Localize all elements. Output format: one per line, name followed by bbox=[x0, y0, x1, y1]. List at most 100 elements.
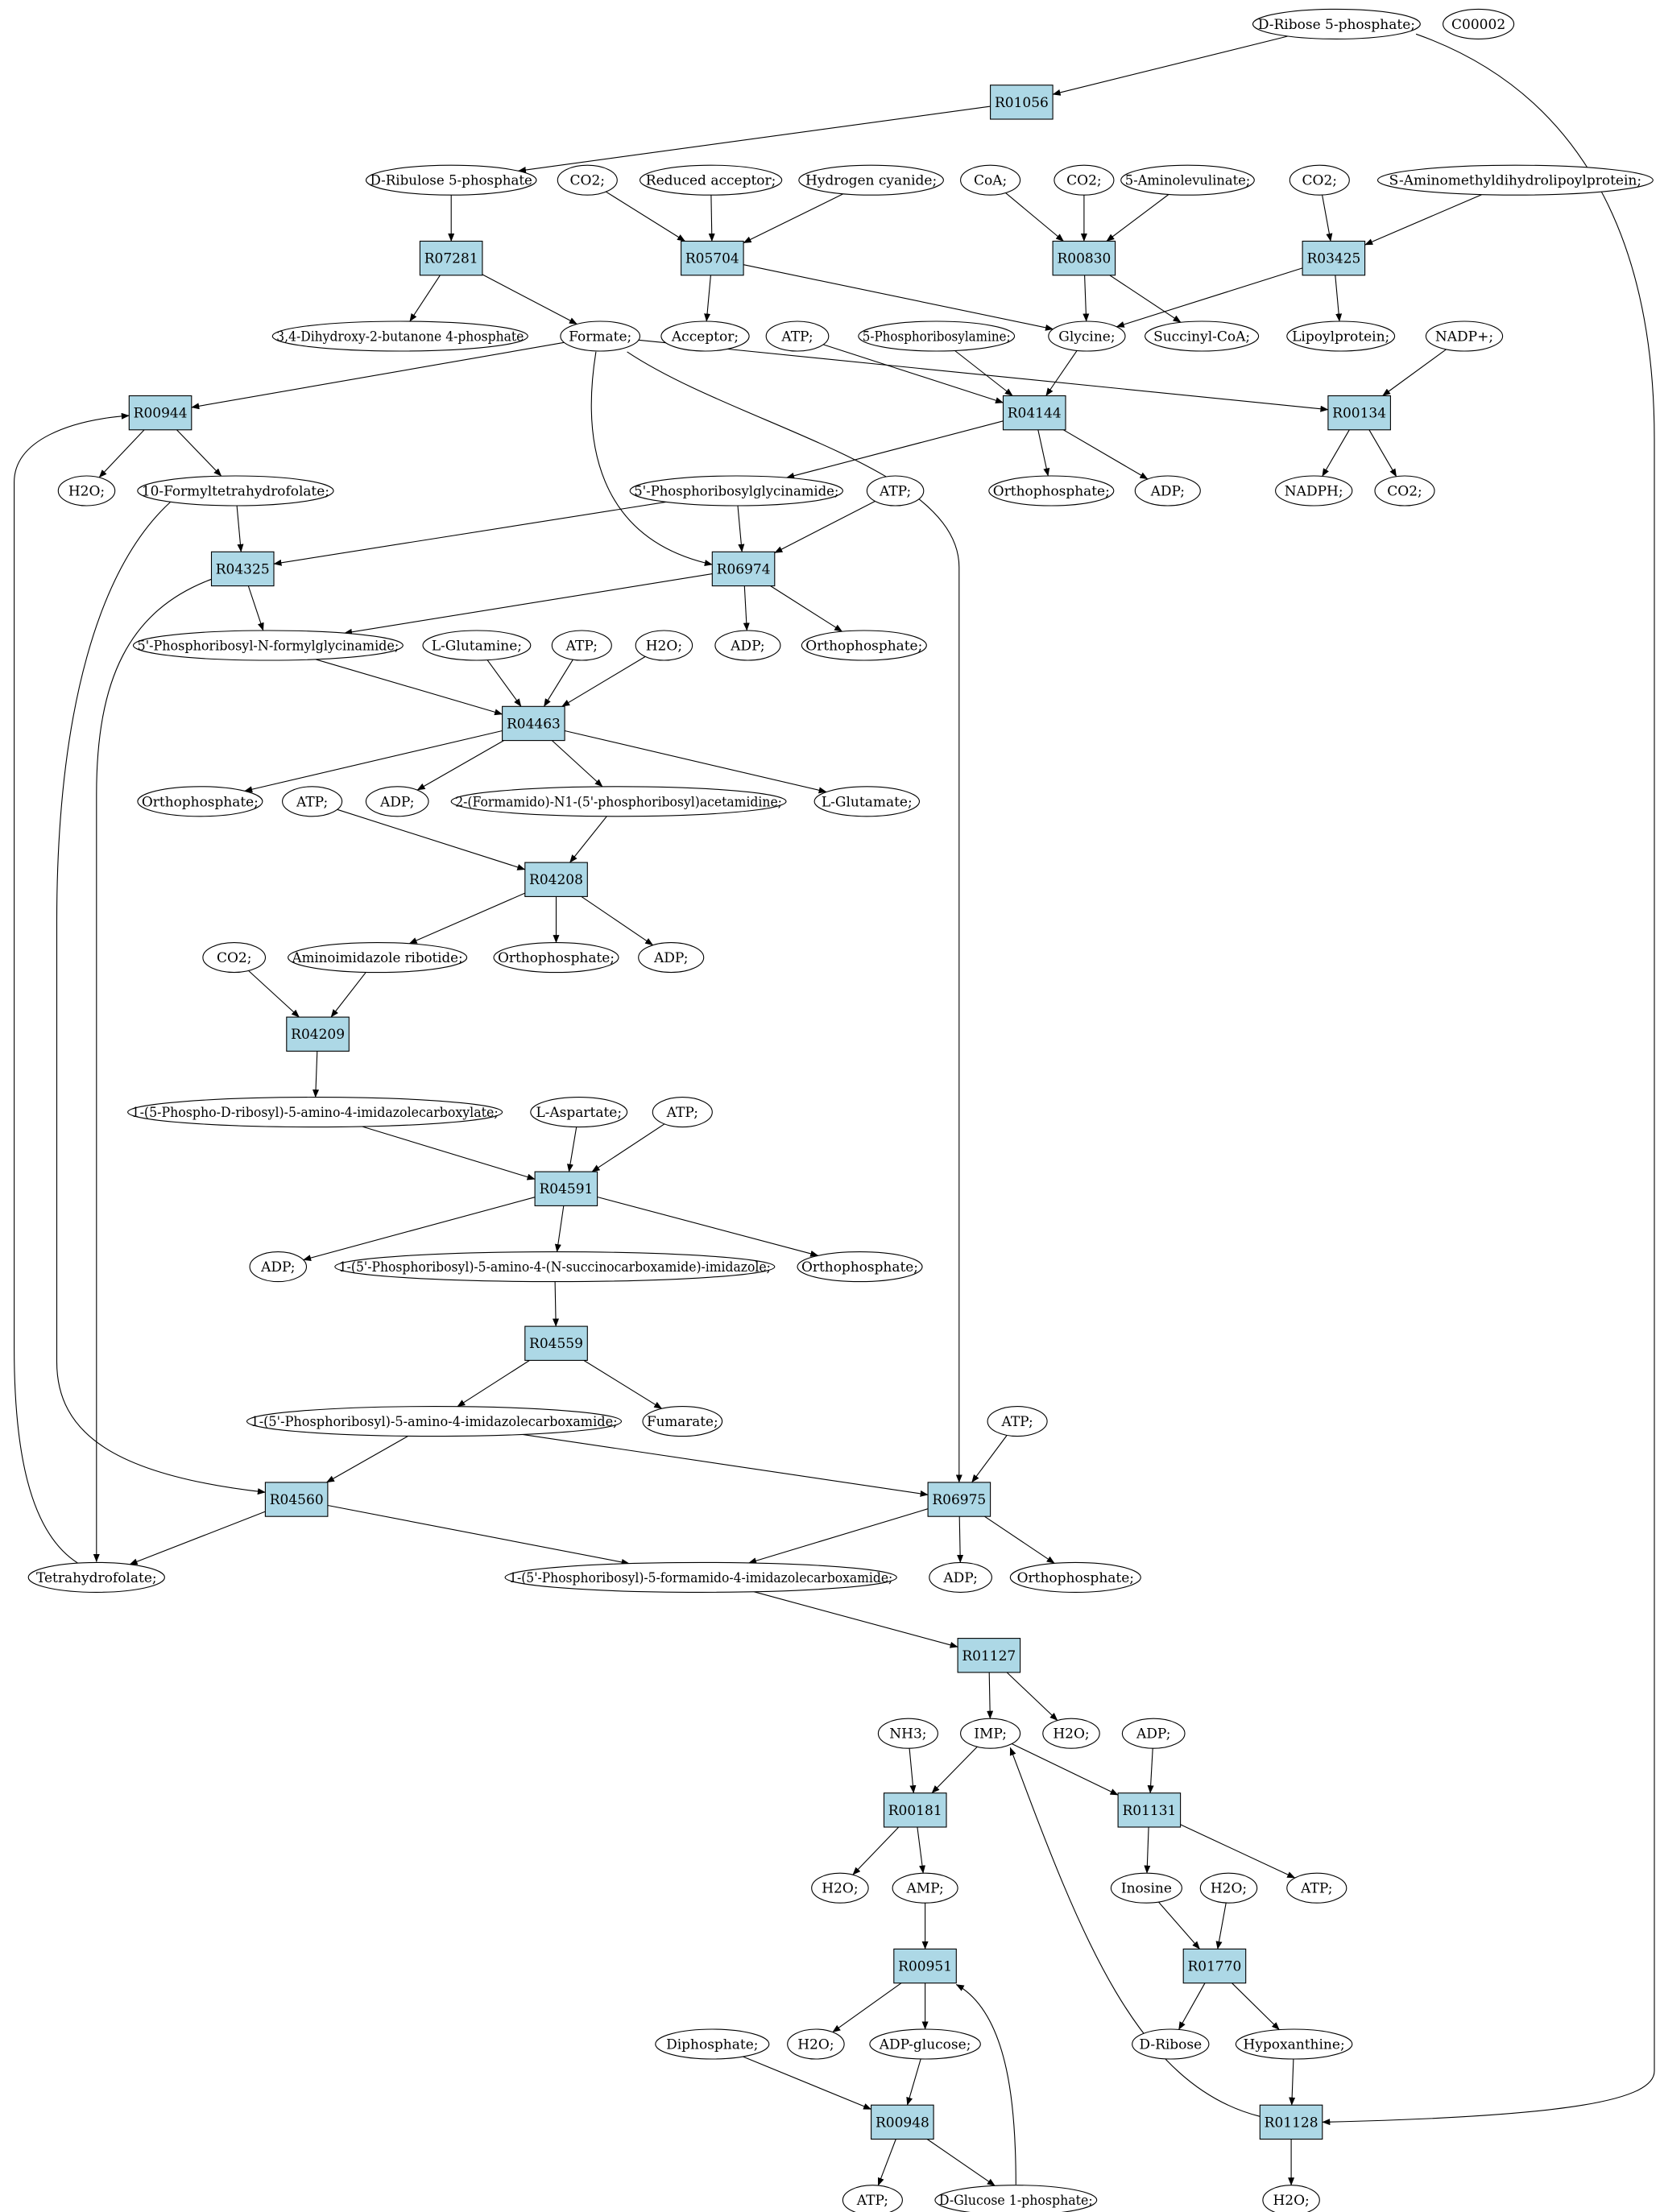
compound-node-c_co2_b[interactable]: CO2; bbox=[1054, 164, 1115, 196]
reaction-node-R04591[interactable]: R04591 bbox=[534, 1171, 598, 1206]
compound-node-c_nadph[interactable]: NADPH; bbox=[1275, 475, 1353, 506]
compound-node-c_aicar[interactable]: 1-(5'-Phosphoribosyl)-5-amino-4-imidazol… bbox=[246, 1406, 623, 1437]
compound-node-c_c00002[interactable]: C00002 bbox=[1443, 8, 1515, 39]
reaction-node-R04144[interactable]: R04144 bbox=[1002, 395, 1066, 431]
reaction-node-R00181[interactable]: R00181 bbox=[883, 1792, 947, 1828]
compound-node-c_gar[interactable]: 5'-Phosphoribosylglycinamide; bbox=[629, 475, 843, 506]
compound-node-c_saicar[interactable]: 1-(5'-Phosphoribosyl)-5-amino-4-(N-succi… bbox=[334, 1251, 776, 1283]
compound-node-c_adp_d[interactable]: ADP; bbox=[638, 942, 705, 974]
compound-node-c_atp_g[interactable]: ATP; bbox=[1286, 1872, 1347, 1904]
compound-node-c_nadp[interactable]: NADP+; bbox=[1425, 320, 1504, 352]
compound-node-c_pi_c[interactable]: Orthophosphate; bbox=[137, 786, 263, 817]
reaction-node-R04560[interactable]: R04560 bbox=[264, 1482, 329, 1517]
compound-node-c_coa[interactable]: CoA; bbox=[960, 164, 1021, 196]
reaction-node-R07281[interactable]: R07281 bbox=[419, 240, 483, 276]
reaction-node-R01056[interactable]: R01056 bbox=[990, 85, 1054, 120]
compound-node-c_h2o_f[interactable]: H2O; bbox=[787, 2028, 845, 2060]
compound-node-c_atp_f[interactable]: ATP; bbox=[987, 1406, 1048, 1437]
compound-node-c_pi_b[interactable]: Orthophosphate; bbox=[801, 630, 927, 661]
compound-node-c_pi_d[interactable]: Orthophosphate; bbox=[493, 942, 619, 974]
compound-node-c_inosine[interactable]: Inosine bbox=[1110, 1872, 1182, 1904]
compound-node-c_h2o_b[interactable]: H2O; bbox=[635, 630, 693, 661]
compound-node-c_h2o_c[interactable]: H2O; bbox=[1042, 1718, 1100, 1749]
compound-node-c_h2o_g[interactable]: H2O; bbox=[1262, 2185, 1320, 2212]
compound-node-c_samdlp[interactable]: S-Aminomethyldihydrolipoylprotein; bbox=[1376, 164, 1654, 196]
compound-node-c_ala5[interactable]: 5-Aminolevulinate; bbox=[1120, 164, 1255, 196]
compound-node-c_adp_g[interactable]: ADP; bbox=[1121, 1718, 1186, 1749]
edge-R00944-to-c_h2o_a bbox=[98, 429, 145, 478]
compound-node-c_glu[interactable]: L-Glutamate; bbox=[813, 786, 921, 817]
compound-node-c_adp_f[interactable]: ADP; bbox=[929, 1561, 992, 1593]
compound-node-c_atp_h[interactable]: ATP; bbox=[842, 2185, 903, 2212]
edge-c_10fthf-to-R04325 bbox=[236, 505, 244, 552]
compound-node-c_gln[interactable]: L-Glutamine; bbox=[422, 630, 532, 661]
compound-node-c_fum[interactable]: Fumarate; bbox=[642, 1406, 723, 1437]
compound-node-c_nh3[interactable]: NH3; bbox=[877, 1718, 938, 1749]
compound-node-c_fgam[interactable]: 2-(Formamido)-N1-(5'-phosphoribosyl)acet… bbox=[450, 786, 787, 817]
compound-node-c_adp_b[interactable]: ADP; bbox=[714, 630, 781, 661]
compound-node-c_lipoyl[interactable]: Lipoylprotein; bbox=[1286, 320, 1396, 352]
compound-node-c_air[interactable]: Aminoimidazole ribotide; bbox=[288, 942, 468, 974]
compound-node-c_acceptor[interactable]: Acceptor; bbox=[660, 320, 750, 352]
node-label: AMP; bbox=[905, 1881, 943, 1897]
compound-node-c_hypox[interactable]: Hypoxanthine; bbox=[1235, 2028, 1353, 2060]
compound-node-c_co2_d[interactable]: CO2; bbox=[1374, 475, 1435, 506]
reaction-node-R00134[interactable]: R00134 bbox=[1327, 395, 1391, 431]
reaction-node-R01128[interactable]: R01128 bbox=[1259, 2104, 1323, 2140]
reaction-node-R04209[interactable]: R04209 bbox=[286, 1016, 350, 1052]
reaction-node-R04559[interactable]: R04559 bbox=[524, 1325, 588, 1361]
compound-node-c_adp_e[interactable]: ADP; bbox=[249, 1251, 308, 1283]
reaction-node-R00951[interactable]: R00951 bbox=[893, 1948, 957, 1984]
reaction-node-R00948[interactable]: R00948 bbox=[871, 2104, 934, 2140]
compound-node-c_adp_a[interactable]: ADP; bbox=[1134, 475, 1201, 506]
compound-node-c_atp_d[interactable]: ATP; bbox=[282, 786, 343, 817]
compound-node-c_fgar[interactable]: 5'-Phosphoribosyl-N-formylglycinamide; bbox=[132, 630, 404, 661]
compound-node-c_atp_b[interactable]: ATP; bbox=[866, 475, 925, 506]
reaction-node-R00830[interactable]: R00830 bbox=[1052, 240, 1116, 276]
reaction-node-R00944[interactable]: R00944 bbox=[128, 395, 192, 431]
reaction-node-R01770[interactable]: R01770 bbox=[1182, 1948, 1247, 1984]
compound-node-c_atp_e[interactable]: ATP; bbox=[652, 1097, 713, 1128]
compound-node-c_atp_a[interactable]: ATP; bbox=[765, 320, 830, 352]
compound-node-c_dhbp[interactable]: 3,4-Dihydroxy-2-butanone 4-phosphate bbox=[271, 320, 528, 352]
compound-node-c_h2o_e[interactable]: H2O; bbox=[1199, 1872, 1258, 1904]
compound-node-c_co2_e[interactable]: CO2; bbox=[202, 942, 267, 974]
compound-node-c_succoa[interactable]: Succinyl-CoA; bbox=[1145, 320, 1260, 352]
compound-node-c_formate[interactable]: Formate; bbox=[560, 320, 641, 352]
compound-node-c_redacc[interactable]: Reduced acceptor; bbox=[639, 164, 783, 196]
compound-node-c_cair[interactable]: 1-(5-Phospho-D-ribosyl)-5-amino-4-imidaz… bbox=[127, 1097, 503, 1128]
compound-node-c_dribose[interactable]: D-Ribose bbox=[1132, 2028, 1210, 2060]
compound-node-c_h2o_a[interactable]: H2O; bbox=[57, 475, 116, 506]
reaction-node-R06974[interactable]: R06974 bbox=[711, 551, 776, 587]
compound-node-c_atp_c[interactable]: ATP; bbox=[551, 630, 612, 661]
compound-node-c_g1p[interactable]: D-Glucose 1-phosphate; bbox=[934, 2185, 1098, 2212]
compound-node-c_adp_c[interactable]: ADP; bbox=[365, 786, 429, 817]
compound-node-c_5pra[interactable]: 5-Phosphoribosylamine; bbox=[858, 320, 1016, 352]
compound-node-c_ppi[interactable]: Diphosphate; bbox=[655, 2028, 770, 2060]
reaction-node-R04325[interactable]: R04325 bbox=[210, 551, 275, 587]
reaction-node-R06975[interactable]: R06975 bbox=[927, 1482, 991, 1517]
compound-node-c_pi_e[interactable]: Orthophosphate; bbox=[797, 1251, 923, 1283]
compound-node-c_pi_f[interactable]: Orthophosphate; bbox=[1009, 1561, 1141, 1593]
compound-node-c_pi_a[interactable]: Orthophosphate; bbox=[988, 475, 1115, 506]
compound-node-c_10fthf[interactable]: 10-Formyltetrahydrofolate; bbox=[137, 475, 334, 506]
compound-node-c_faicar[interactable]: 1-(5'-Phosphoribosyl)-5-formamido-4-imid… bbox=[504, 1561, 897, 1593]
compound-node-c_co2_a[interactable]: CO2; bbox=[557, 164, 618, 196]
compound-node-c_asp[interactable]: L-Aspartate; bbox=[530, 1097, 628, 1128]
compound-node-c_h2o_d[interactable]: H2O; bbox=[811, 1872, 869, 1904]
compound-node-c_glycine[interactable]: Glycine; bbox=[1048, 320, 1126, 352]
reaction-node-R01127[interactable]: R01127 bbox=[957, 1638, 1021, 1673]
compound-node-c_ribu5p[interactable]: D-Ribulose 5-phosphate bbox=[365, 164, 537, 196]
compound-node-c_rib5p[interactable]: D-Ribose 5-phosphate; bbox=[1252, 8, 1421, 39]
reaction-node-R01131[interactable]: R01131 bbox=[1117, 1792, 1182, 1828]
compound-node-c_hcn[interactable]: Hydrogen cyanide; bbox=[798, 164, 944, 196]
compound-node-c_adpglc[interactable]: ADP-glucose; bbox=[869, 2028, 981, 2060]
compound-node-c_imp[interactable]: IMP; bbox=[960, 1718, 1021, 1749]
compound-node-c_co2_c[interactable]: CO2; bbox=[1289, 164, 1350, 196]
compound-node-c_thf[interactable]: Tetrahydrofolate; bbox=[27, 1561, 165, 1593]
reaction-node-R04463[interactable]: R04463 bbox=[502, 705, 565, 742]
reaction-node-R04208[interactable]: R04208 bbox=[524, 862, 588, 897]
reaction-node-R05704[interactable]: R05704 bbox=[681, 240, 744, 276]
compound-node-c_amp[interactable]: AMP; bbox=[892, 1872, 958, 1904]
reaction-node-R03425[interactable]: R03425 bbox=[1302, 240, 1366, 276]
